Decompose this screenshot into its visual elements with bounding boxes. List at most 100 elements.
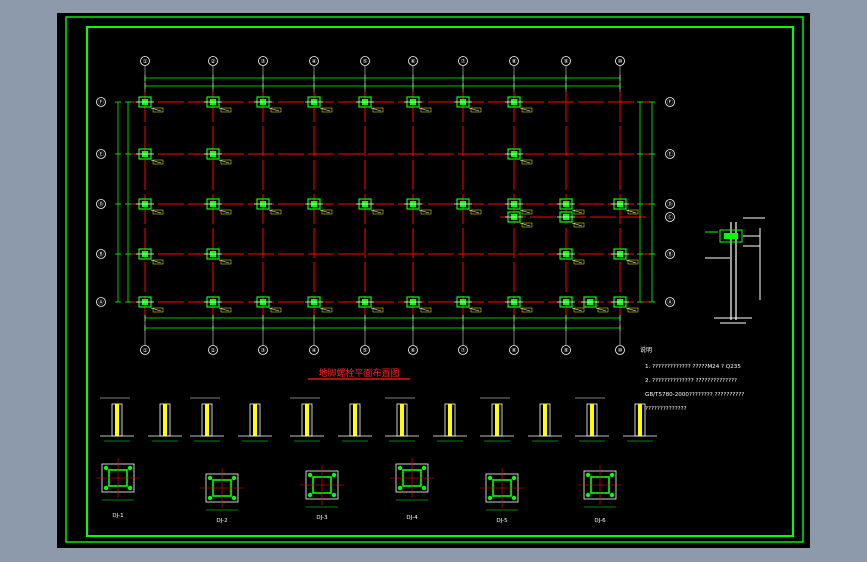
note-line-2: 2. ?????????????? ?????????????? [645,378,737,384]
note-line-3: GB/T5780-2000???????? ?????????? [645,392,744,398]
tag-box [321,107,333,113]
tag-box [470,307,482,313]
tag-box [597,307,609,313]
detail-label-5: DJ-5 [496,518,508,524]
tag-box [152,107,164,113]
column-axis-bubble: ① [140,56,150,92]
leader-line [268,107,280,112]
column-2-5 [404,198,432,215]
column-axis-bubble: ⑤ [360,315,370,355]
leader-line [150,159,162,164]
bubble-circle [258,345,268,355]
leader-line [218,259,230,264]
leader-line [218,107,230,112]
bubble-circle [509,56,519,66]
column-0-7 [505,96,533,113]
leader-line [468,209,480,214]
anchor-bolt [207,475,213,481]
row-axis-bubble: Ⓕ [96,97,106,107]
leader-line [519,222,531,227]
bubble-label: ⑦ [461,58,466,65]
column-axis-bubble: ⑧ [509,56,519,92]
tag-box [220,159,232,165]
leader-line [418,307,430,312]
tag-box [152,209,164,215]
section-anchor [543,404,547,436]
tag-box [152,159,164,165]
bubble-circle [96,97,106,107]
bubble-circle [665,149,675,159]
bubble-circle [615,345,625,355]
tag-box [372,307,384,313]
bubble-circle [615,56,625,66]
anchor-bolt [231,475,237,481]
bubble-label: ⑥ [411,348,416,354]
leader-line [519,209,531,214]
anchor-bolt [397,485,403,491]
column-axis-bubble: ⑩ [615,56,625,92]
tag-box [470,107,482,113]
column-4-3 [305,296,333,313]
detail-labels: DJ-1 DJ-2 DJ-3 DJ-4 DJ-5 DJ-6 [112,513,606,524]
section-anchor [400,404,404,436]
tag-box [521,159,533,165]
bubble-label: ⑦ [461,347,466,354]
anchor-bolt [487,495,493,501]
bubble-circle [360,56,370,66]
column-4-7 [505,296,533,313]
leader-line [625,209,637,214]
tag-box [627,307,639,313]
tag-box [521,222,533,228]
column-axis-bubble: ④ [309,56,319,92]
leader-line [468,107,480,112]
leader-line [150,209,162,214]
anchor-bolt [585,492,591,498]
tag-box [220,107,232,113]
leader-line [519,107,531,112]
column-4-8 [557,296,585,313]
anchor-plan-4 [390,458,434,501]
tag-box [627,209,639,215]
bubble-circle [360,345,370,355]
row-axis-bubble: Ⓐ [665,297,675,307]
row-axis-bubble: Ⓑ [96,249,106,259]
tag-box [152,259,164,265]
column-0-2 [254,96,282,113]
anchor-bolt [609,472,615,478]
row-axis-bubble: Ⓓ [665,199,675,209]
bubble-label: Ⓒ [667,213,673,221]
tag-box [220,259,232,265]
bubble-circle [309,56,319,66]
bubble-label: ③ [261,59,266,65]
column-axis-bubble: ⑨ [561,315,571,355]
column-2-6 [454,198,482,215]
anchor-bolt [103,465,109,471]
leader-line [571,209,583,214]
row-axis-bubble: Ⓔ [665,149,675,159]
column-2-2 [254,198,282,215]
row-axis-bubble: Ⓕ [665,97,675,107]
column-axis-bubble: ④ [309,315,319,355]
bubble-circle [665,97,675,107]
leader-line [319,307,331,312]
column-axis-bubble: ① [140,315,150,355]
detail-label-1: DJ-1 [112,513,123,519]
column-2-9 [611,198,639,215]
leader-line [150,307,162,312]
column-axis-bubble: ③ [258,315,268,355]
tag-box [152,307,164,313]
bubble-label: ② [211,58,216,65]
column-axis-bubble: ⑦ [458,315,468,355]
leader-line [571,307,583,312]
leader-line [625,307,637,312]
column-0-5 [404,96,432,113]
bubble-circle [96,249,106,259]
leader-line [150,259,162,264]
bubble-label: ⑧ [512,59,517,65]
bubble-label: Ⓑ [98,250,104,258]
column-axis-bubble: ⑤ [360,56,370,92]
section-anchor [448,404,452,436]
